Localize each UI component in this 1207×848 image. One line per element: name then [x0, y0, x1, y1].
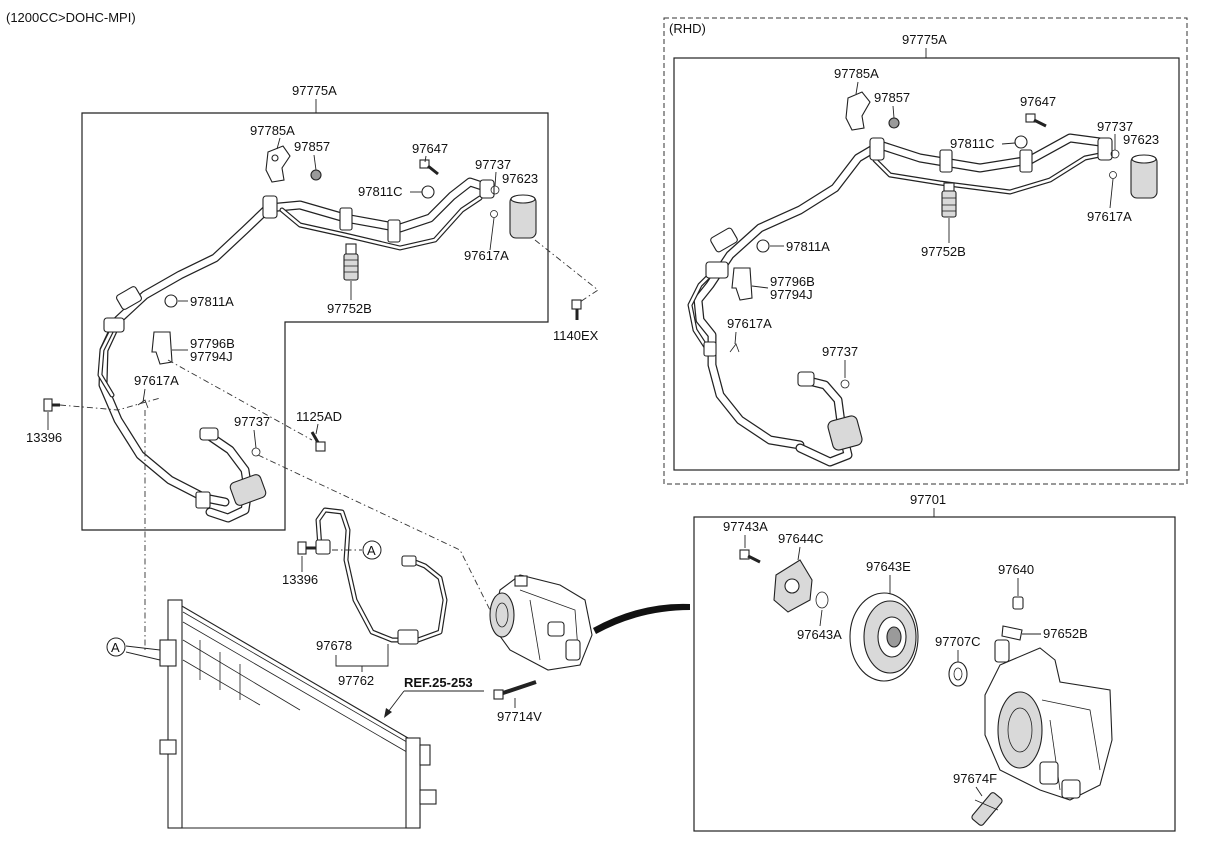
rhd-assembly-frame [673, 57, 1180, 471]
label-97623: 97623 [502, 171, 538, 186]
nut-97857-icon [310, 169, 322, 181]
label-97617a: 97617A [464, 248, 509, 263]
rhd-label-97737-lower: 97737 [822, 344, 858, 359]
rhd-label-97796b: 97796B [770, 274, 815, 289]
ref-label: REF.25-253 [404, 675, 473, 690]
cap-97811c-icon [421, 185, 435, 199]
label-13396-lower: 13396 [282, 572, 318, 587]
rhd-oring-97617a-icon [1109, 171, 1117, 179]
label-97640: 97640 [998, 562, 1034, 577]
receiver-drier-97623-icon [509, 194, 537, 239]
label-97644c: 97644C [778, 531, 824, 546]
shim-97643a-icon [815, 591, 829, 609]
label-97647: 97647 [412, 141, 448, 156]
connector-a-label-left: A [111, 640, 120, 655]
label-97707c: 97707C [935, 634, 981, 649]
rhd-receiver-drier-97623-icon [1130, 154, 1158, 199]
connector-a-mark-right [362, 540, 382, 560]
bolt-97714v-icon [493, 680, 537, 700]
rhd-cap-97811a-icon [756, 239, 770, 253]
bolt-97743a-icon [739, 549, 761, 564]
label-97796b: 97796B [190, 336, 235, 351]
label-97794j: 97794J [190, 349, 233, 364]
rhd-label-97617a: 97617A [1087, 209, 1132, 224]
ring-97707c-icon [948, 661, 968, 687]
compressor-detail-frame [693, 516, 1176, 832]
bracket-97652b-icon [1001, 625, 1023, 641]
rhd-label-97647: 97647 [1020, 94, 1056, 109]
label-1140ex: 1140EX [553, 328, 599, 343]
bolt-13396-lower-icon [297, 541, 316, 555]
rhd-cap-97811c-icon [1014, 135, 1028, 149]
label-97752b: 97752B [327, 301, 372, 316]
pulley-97643e-icon [849, 592, 919, 682]
rhd-hose-assembly-icon [687, 133, 1113, 467]
main-assembly-frame [81, 112, 549, 531]
label-97762: 97762 [338, 673, 374, 688]
rhd-frame [663, 17, 1188, 485]
compressor-icon [489, 574, 593, 671]
rhd-label-97857: 97857 [874, 90, 910, 105]
compressor-assembly-label: 97701 [910, 492, 946, 507]
label-97857: 97857 [294, 139, 330, 154]
discharge-hose-97678-icon [315, 507, 448, 645]
bolt-13396-icon [43, 398, 60, 412]
oring-97617a-icon [490, 210, 498, 218]
label-97678: 97678 [316, 638, 352, 653]
rhd-label-97811c: 97811C [950, 136, 995, 151]
condenser-icon [125, 599, 437, 829]
valve-97640-icon [1012, 596, 1024, 610]
rhd-clip-97617a-icon [729, 343, 740, 353]
label-97811c: 97811C [358, 184, 403, 199]
rhd-label-97617a-lower: 97617A [727, 316, 772, 331]
label-97737: 97737 [475, 157, 511, 172]
bracket-97796b-icon [151, 331, 173, 365]
compressor-body-icon [984, 639, 1113, 801]
connector-a-label-right: A [367, 543, 376, 558]
bracket-97785a-icon [265, 145, 291, 183]
rhd-bracket-97785a-icon [845, 91, 871, 131]
ref-arrow-icon [384, 708, 392, 718]
rhd-oring-97737-lower-icon [840, 379, 850, 389]
main-assembly-label: 97775A [292, 83, 337, 98]
rhd-assembly-label: 97775A [902, 32, 947, 47]
label-1125ad: 1125AD [296, 409, 342, 424]
engine-spec-label: (1200CC>DOHC-MPI) [6, 10, 136, 25]
label-97743a: 97743A [723, 519, 768, 534]
detail-arrow-icon [593, 603, 690, 634]
connector-a-mark-left [106, 637, 126, 657]
cap-97811a-icon [164, 294, 178, 308]
rhd-tag: (RHD) [669, 21, 706, 36]
rhd-label-97785a: 97785A [834, 66, 879, 81]
rhd-label-97623: 97623 [1123, 132, 1159, 147]
label-97617a-lower: 97617A [134, 373, 179, 388]
rhd-label-97737: 97737 [1097, 119, 1133, 134]
rhd-nut-97857-icon [888, 117, 900, 129]
oring-97737-lower-icon [251, 447, 261, 457]
label-97785a: 97785A [250, 123, 295, 138]
label-97737-lower: 97737 [234, 414, 270, 429]
label-13396: 13396 [26, 430, 62, 445]
bolt-1125ad-icon [310, 431, 326, 452]
bolt-1140ex-icon [571, 299, 582, 320]
label-97643a: 97643A [797, 627, 842, 642]
bolt-97647-icon [419, 159, 439, 176]
rhd-label-97794j: 97794J [770, 287, 813, 302]
rhd-label-97811a: 97811A [786, 239, 830, 254]
main-hose-assembly-icon [97, 177, 495, 523]
label-97674f: 97674F [953, 771, 997, 786]
label-97811a: 97811A [190, 294, 234, 309]
label-97652b: 97652B [1043, 626, 1088, 641]
label-97643e: 97643E [866, 559, 911, 574]
hub-97644c-icon [773, 559, 813, 613]
sensor-97674f-icon [971, 792, 1003, 826]
rhd-bracket-97796b-icon [731, 267, 753, 301]
rhd-label-97752b: 97752B [921, 244, 966, 259]
rhd-bolt-97647-icon [1025, 113, 1047, 128]
label-97714v: 97714V [497, 709, 542, 724]
